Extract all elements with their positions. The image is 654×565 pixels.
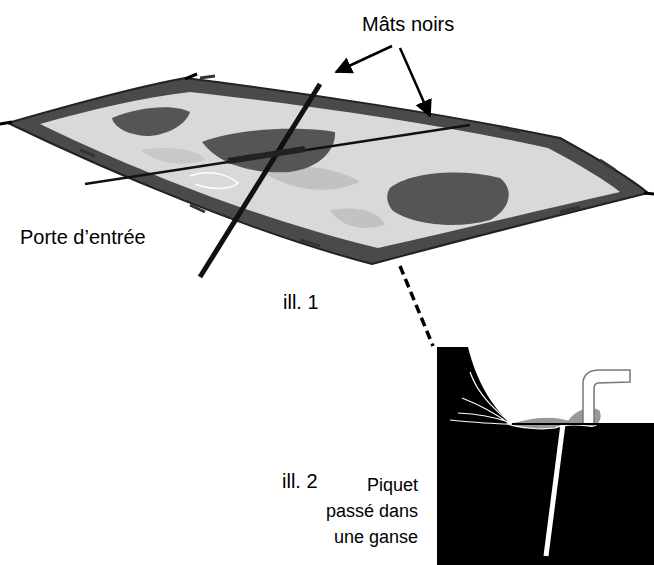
- figure-number: ill. 1: [283, 290, 319, 314]
- tent-shading: [140, 148, 205, 164]
- inset-stake-hook: [583, 370, 630, 424]
- inset-tent-wall: [437, 347, 512, 424]
- pole-label: Mâts noirs: [362, 12, 454, 36]
- figure-caption: Piquet passé dans une ganse: [308, 472, 418, 550]
- inset-ground: [437, 424, 654, 565]
- tent-pole: [200, 84, 320, 277]
- door-label: Porte d’entrée: [20, 225, 146, 249]
- tent-patch: [387, 173, 509, 225]
- inset-horizon: [512, 423, 654, 425]
- detail-leader: [400, 266, 433, 346]
- pointer-arrow: [400, 48, 430, 116]
- inset-fabric-lines: [450, 372, 512, 424]
- tent-pole: [85, 125, 470, 184]
- figure-number: ill. 2: [282, 469, 318, 493]
- tent-pole-sleeve: [228, 149, 305, 161]
- pointer-arrow: [336, 46, 392, 72]
- tent-shading: [330, 208, 385, 228]
- tent-seam: [80, 76, 615, 246]
- tent-inner: [40, 92, 620, 248]
- tent-stake: [0, 74, 654, 194]
- tent-outer: [8, 78, 648, 264]
- door-arc: [190, 173, 238, 189]
- tent-patch: [112, 107, 190, 136]
- inset-stake: [546, 424, 563, 556]
